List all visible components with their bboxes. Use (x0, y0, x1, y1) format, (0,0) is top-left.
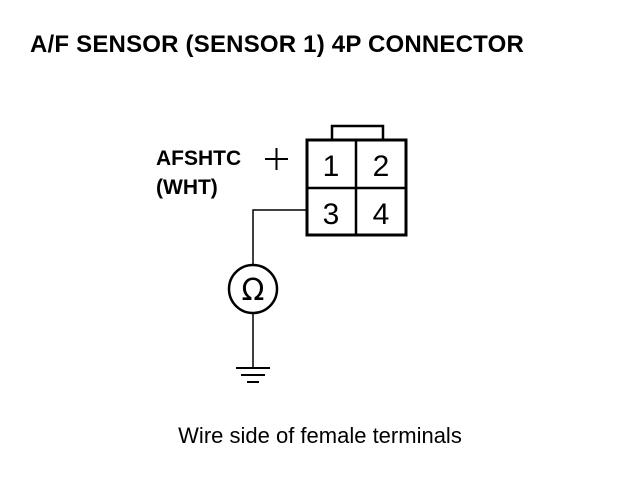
ground-icon (236, 367, 270, 383)
terminal-name-label: AFSHTC (156, 147, 242, 170)
pin-3-label: 3 (323, 198, 340, 231)
ohm-symbol: Ω (242, 273, 265, 308)
diagram-caption: Wire side of female terminals (178, 423, 462, 448)
diagram-title: A/F SENSOR (SENSOR 1) 4P CONNECTOR (30, 31, 524, 58)
pin-4-label: 4 (373, 198, 390, 231)
probe-lead-wire (252, 209, 307, 265)
wire-color-label: (WHT) (156, 176, 218, 199)
pin-1-label: 1 (323, 150, 340, 183)
connector-lock-tab (330, 124, 385, 140)
pin-2-label: 2 (373, 150, 390, 183)
